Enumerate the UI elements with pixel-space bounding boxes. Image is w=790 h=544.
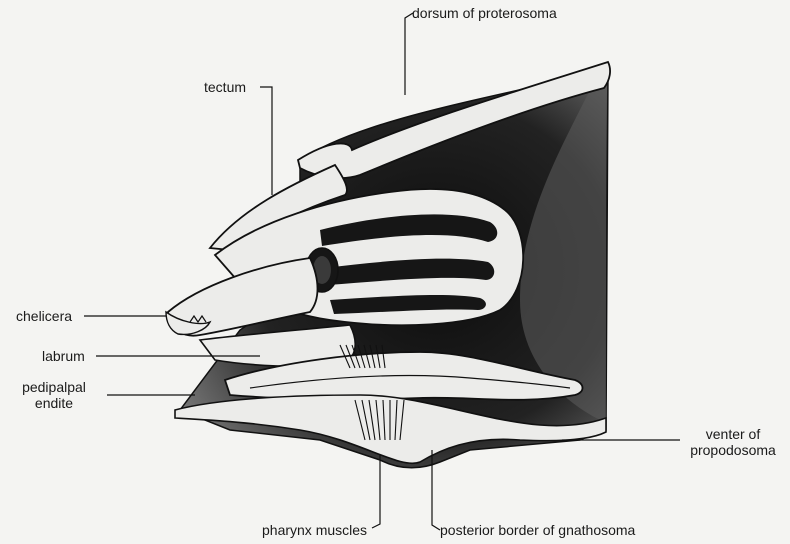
label-venter: venter of propodosoma <box>678 426 788 458</box>
label-dorsum: dorsum of proterosoma <box>412 5 557 21</box>
label-venter-line1: venter of <box>678 426 788 442</box>
label-tectum: tectum <box>204 79 246 95</box>
label-posterior-border: posterior border of gnathosoma <box>440 522 635 538</box>
label-chelicera: chelicera <box>16 308 72 324</box>
label-pedipalpal-line1: pedipalpal <box>4 379 104 395</box>
label-venter-line2: propodosoma <box>678 442 788 458</box>
label-pharynx-muscles: pharynx muscles <box>262 522 367 538</box>
label-pedipalpal-endite: pedipalpal endite <box>4 379 104 411</box>
label-pedipalpal-line2: endite <box>4 395 104 411</box>
label-labrum: labrum <box>42 348 85 364</box>
